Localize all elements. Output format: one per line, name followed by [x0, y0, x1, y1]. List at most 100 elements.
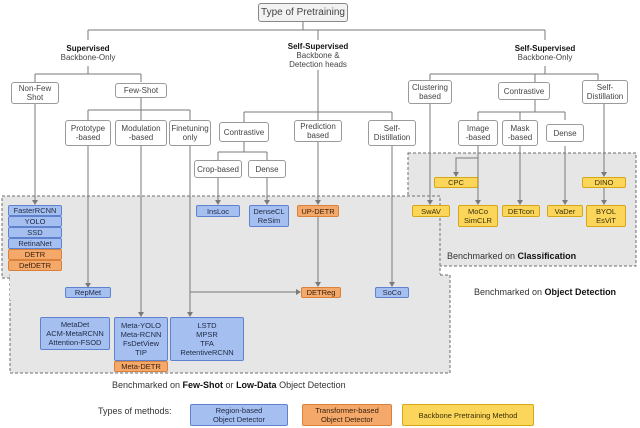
- object-detection-region-label: Benchmarked on Object Detection: [474, 287, 616, 297]
- legend-backbone: Backbone Pretraining Method: [402, 404, 534, 426]
- classification-region-label: Benchmarked on Classification: [447, 251, 576, 261]
- dense-right-node: Dense: [546, 124, 584, 142]
- finetuning-line1: Finetuning: [171, 124, 209, 133]
- prediction-line1: Prediction: [300, 122, 336, 131]
- method-yolo: YOLO: [8, 216, 62, 227]
- prototype-line1: Prototype: [70, 124, 106, 133]
- method-label: DenseCL: [253, 207, 285, 216]
- prototype-line2: -based: [75, 133, 101, 142]
- dense-mid-node: Dense: [248, 160, 286, 178]
- contrastive-right-node: Contrastive: [498, 82, 550, 100]
- region-bold: Low-Data: [236, 380, 277, 390]
- root-node: Type of Pretraining: [258, 3, 348, 22]
- method-ssd: SSD: [8, 227, 62, 238]
- method-label: SwAV: [421, 206, 441, 216]
- finetuning-node: Finetuning only: [169, 120, 211, 146]
- method-label: DINO: [594, 178, 614, 187]
- legend-region-based: Region-based Object Detector: [190, 404, 288, 426]
- supervised-sub: Backbone-Only: [60, 53, 116, 62]
- self-distill-mid-node: Self- Distillation: [368, 120, 416, 146]
- method-fewshot-mod: Meta-YOLO Meta-RCNN FsDetView TIP: [114, 317, 168, 361]
- method-label: LSTD: [197, 321, 217, 330]
- non-few-shot-line1: Non-Few: [18, 84, 52, 93]
- dense-mid-label: Dense: [255, 164, 279, 174]
- mask-based-line1: Mask: [510, 124, 530, 133]
- legend-label: Object Detector: [212, 415, 266, 424]
- method-label: VaDer: [554, 206, 576, 216]
- method-label: ACM-MetaRCNN: [46, 329, 104, 338]
- method-label: Meta-RCNN: [120, 330, 162, 339]
- method-densecl: DenseCL ReSim: [249, 205, 289, 227]
- method-label: RetinaNet: [18, 239, 52, 248]
- method-soco: SoCo: [375, 287, 409, 298]
- root-label: Type of Pretraining: [261, 7, 345, 18]
- ssd-det-sub2: Detection heads: [289, 59, 347, 69]
- method-fewshot-left: MetaDet ACM-MetaRCNN Attention-FSOD: [40, 317, 110, 350]
- legend-label: Backbone Pretraining Method: [418, 410, 518, 420]
- self-supervised-bb-category: Self-Supervised Backbone-Only: [503, 40, 587, 66]
- method-label: BYOL: [595, 207, 616, 216]
- method-detreg: DETReg: [301, 287, 341, 298]
- method-label: DETcon: [507, 206, 535, 216]
- mask-based-node: Mask -based: [502, 120, 538, 146]
- method-label: MetaDet: [60, 320, 90, 329]
- region-prefix: Benchmarked on: [474, 287, 545, 297]
- method-label: SimCLR: [464, 216, 492, 225]
- method-dino: DINO: [582, 177, 626, 188]
- ssd-bb-title: Self-Supervised: [514, 44, 576, 53]
- method-label: SSD: [27, 228, 43, 237]
- contrastive-mid-label: Contrastive: [223, 127, 265, 137]
- contrastive-mid-node: Contrastive: [219, 122, 269, 142]
- method-swav: SwAV: [412, 205, 450, 217]
- method-label: TFA: [200, 339, 214, 348]
- method-cpc: CPC: [434, 177, 478, 188]
- method-fasterrcnn: FasterRCNN: [8, 205, 62, 216]
- non-few-shot-node: Non-Few Shot: [11, 82, 59, 104]
- method-label: DETR: [24, 250, 46, 259]
- region-prefix: Benchmarked on: [112, 380, 183, 390]
- prediction-line2: based: [307, 131, 329, 140]
- legend-transformer-based: Transformer-based Object Detector: [302, 404, 392, 426]
- method-retinanet: RetinaNet: [8, 238, 62, 249]
- method-label: YOLO: [24, 217, 46, 226]
- image-based-node: Image -based: [458, 120, 498, 146]
- method-label: ReSim: [257, 216, 281, 225]
- crop-based-node: Crop-based: [194, 160, 242, 178]
- method-label: Meta-YOLO: [120, 321, 161, 330]
- method-label: CPC: [448, 178, 464, 187]
- method-updetr: UP-DETR: [297, 205, 339, 217]
- method-label: UP-DETR: [301, 206, 335, 216]
- method-label: FsDetView: [122, 339, 160, 348]
- non-few-shot-line2: Shot: [26, 93, 44, 102]
- method-byol: BYOL EsViT: [586, 205, 626, 227]
- method-label: TIP: [135, 348, 147, 357]
- region-suffix: Object Detection: [276, 380, 346, 390]
- legend-label: Region-based: [215, 406, 263, 415]
- self-distill-right-line2: Distillation: [586, 92, 624, 101]
- region-bold: Few-Shot: [182, 380, 224, 390]
- method-detr: DETR: [8, 249, 62, 260]
- image-based-line1: Image: [466, 124, 490, 133]
- prototype-node: Prototype -based: [65, 120, 111, 146]
- connector-lines: [34, 22, 605, 316]
- mask-based-line2: -based: [507, 133, 533, 142]
- clustering-line2: based: [419, 92, 441, 101]
- region-mid: or: [223, 380, 237, 390]
- region-bold: Object Detection: [544, 287, 617, 297]
- method-insloc: InsLoc: [196, 205, 240, 217]
- region-prefix: Benchmarked on: [447, 251, 518, 261]
- modulation-line1: Modulation: [121, 124, 161, 133]
- ssd-det-sub1: Backbone &: [296, 50, 340, 60]
- method-label: MPSR: [196, 330, 218, 339]
- method-label: DETReg: [306, 288, 336, 297]
- few-shot-region-label: Benchmarked on Few-Shot or Low-Data Obje…: [112, 380, 346, 390]
- clustering-node: Clustering based: [408, 80, 452, 104]
- modulation-node: Modulation -based: [115, 120, 167, 146]
- method-label: SoCo: [382, 288, 402, 297]
- image-based-line2: -based: [465, 133, 491, 142]
- method-repmet: RepMet: [65, 287, 111, 298]
- dense-right-label: Dense: [553, 128, 577, 138]
- contrastive-right-label: Contrastive: [503, 86, 545, 96]
- legend-label: Transformer-based: [315, 406, 379, 415]
- legend-title: Types of methods:: [98, 406, 172, 416]
